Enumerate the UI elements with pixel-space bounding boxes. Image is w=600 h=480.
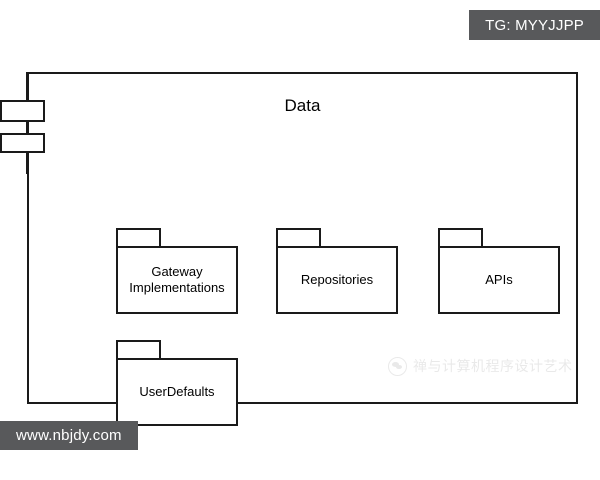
upper-interface-port[interactable] [0, 100, 45, 122]
package-tab-icon [276, 228, 321, 248]
package-body: UserDefaults [116, 358, 238, 426]
package-body: APIs [438, 246, 560, 314]
package-body: Repositories [276, 246, 398, 314]
package-label: APIs [485, 271, 513, 287]
port-connector-middle [26, 121, 28, 134]
port-connector-top [26, 72, 28, 101]
port-connector-bottom [26, 152, 28, 174]
bottom-left-url-badge: www.nbjdy.com [0, 421, 138, 450]
lower-interface-port[interactable] [0, 133, 45, 153]
package-tab-icon [116, 228, 161, 248]
data-container-title: Data [284, 96, 321, 115]
top-right-tag-badge: TG: MYYJJPP [469, 10, 600, 40]
package-tab-icon [438, 228, 483, 248]
package-label: Repositories [300, 271, 374, 287]
package-label: UserDefaults [139, 383, 215, 399]
package-tab-icon [116, 340, 161, 360]
